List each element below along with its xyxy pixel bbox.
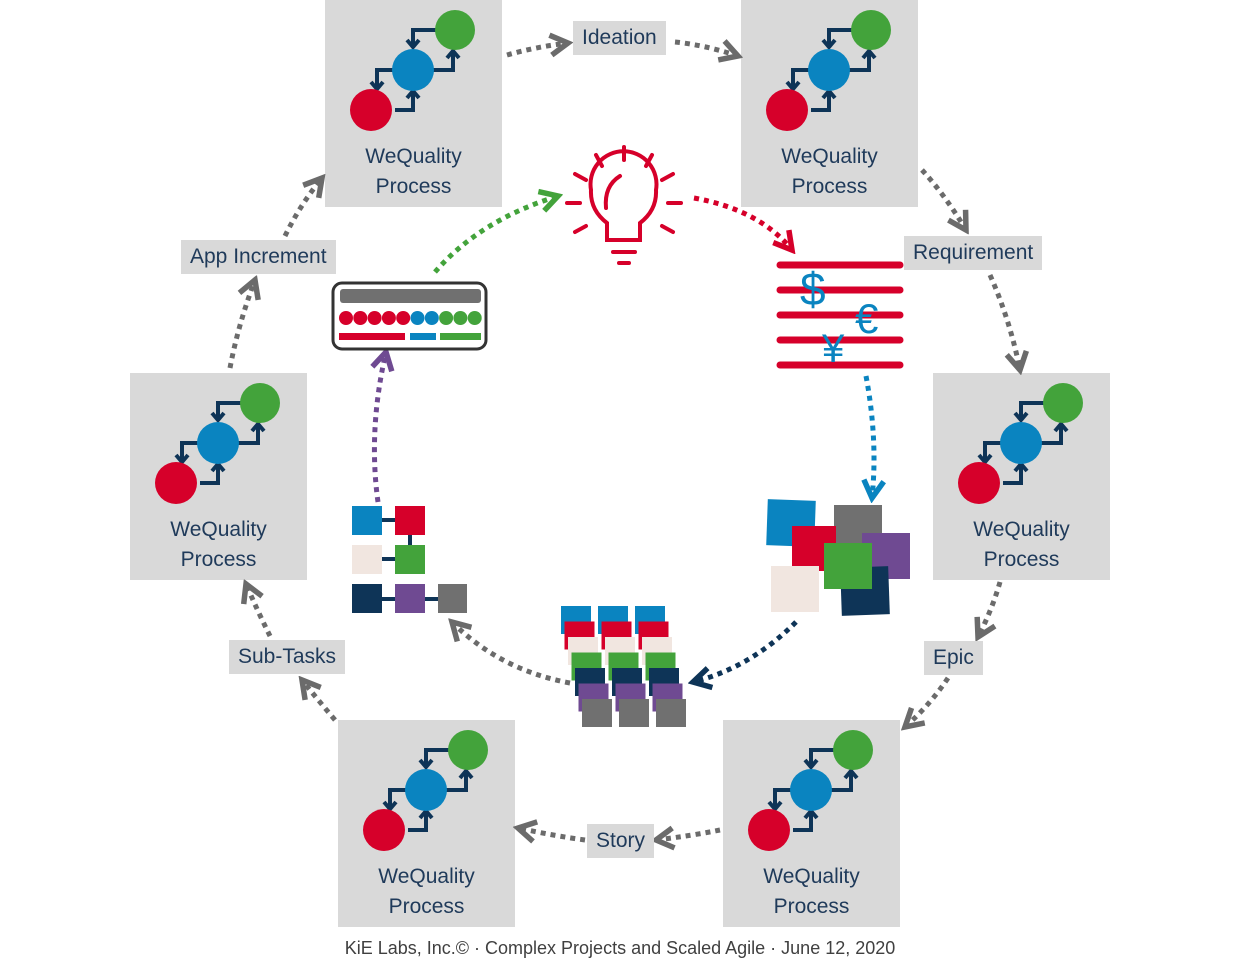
board-dot — [439, 311, 454, 325]
red-node — [155, 462, 197, 504]
arrow-process-to-appincrement — [227, 280, 255, 369]
dollar-symbol: $ — [800, 263, 826, 315]
red-node — [748, 809, 790, 851]
green-node — [240, 383, 280, 423]
step-label-epic: Epic — [924, 641, 983, 675]
red-node — [958, 462, 1000, 504]
arrow-process-to-requirement — [920, 168, 966, 230]
currency-list-icon: $ € ¥ — [776, 261, 904, 371]
scattered-squares-icon — [766, 499, 910, 616]
footer-caption: KiE Labs, Inc.© · Complex Projects and S… — [344, 938, 896, 958]
blue-node — [790, 769, 832, 811]
arrow-head — [418, 758, 434, 771]
green-node — [833, 730, 873, 770]
step-label-app-increment: App Increment — [181, 240, 336, 274]
process-box-label: WeQuality Process — [365, 145, 462, 198]
red-node — [350, 89, 392, 131]
red-node — [363, 809, 405, 851]
yen-symbol: ¥ — [821, 327, 845, 371]
step-label-requirement: Requirement — [904, 236, 1043, 270]
red-node — [766, 89, 808, 131]
euro-symbol: € — [855, 295, 878, 342]
arrow-squares-to-cards — [693, 620, 798, 682]
green-node — [1043, 383, 1083, 423]
arrow-head — [803, 758, 819, 771]
board-dot — [381, 311, 396, 325]
board-dot — [339, 311, 353, 325]
arrow-process-to-subtasks — [302, 680, 337, 722]
blue-node — [392, 49, 434, 91]
green-node — [435, 10, 475, 50]
app-board-icon — [331, 281, 488, 351]
board-dot — [410, 311, 425, 325]
step-label-ideation: Ideation — [573, 21, 666, 55]
green-node — [851, 10, 891, 50]
arrow-cards-to-blocks — [452, 622, 571, 686]
stacked-cards-icon — [561, 606, 686, 727]
blue-node — [1000, 422, 1042, 464]
arrow-currency-to-squares — [866, 375, 874, 498]
process-flow-icon — [748, 730, 873, 851]
process-box-label: WeQuality Process — [378, 865, 475, 918]
board-dot — [396, 311, 411, 325]
process-box-label: WeQuality Process — [170, 518, 267, 571]
process-box-label: WeQuality Process — [781, 145, 878, 198]
arrow-head — [821, 38, 837, 51]
process-flow-icon — [958, 383, 1083, 504]
board-dot — [353, 311, 368, 325]
process-flow-icon — [363, 730, 488, 851]
arrow-head — [1013, 411, 1029, 424]
arrow-idea-to-currency — [693, 195, 792, 250]
process-box-top-left: WeQuality Process — [325, 0, 502, 207]
board-dot — [424, 311, 439, 325]
process-box-bottom-left: WeQuality Process — [338, 720, 515, 927]
arrow-requirement-to-process — [987, 273, 1020, 370]
green-node — [448, 730, 488, 770]
process-flow-icon — [766, 10, 891, 131]
board-dot — [453, 311, 468, 325]
blue-node — [197, 422, 239, 464]
process-box-right: WeQuality Process — [933, 373, 1110, 580]
process-box-label: WeQuality Process — [763, 865, 860, 918]
stacked-card — [656, 699, 686, 727]
arrow-board-to-idea — [433, 196, 558, 274]
arrow-process-to-epic — [978, 581, 1003, 637]
step-label-subtasks: Sub-Tasks — [229, 640, 346, 674]
process-box-bottom-right: WeQuality Process — [723, 720, 900, 927]
board-dot — [467, 311, 482, 325]
process-box-label: WeQuality Process — [973, 518, 1070, 571]
stacked-card — [582, 699, 612, 727]
step-label-story: Story — [587, 824, 655, 858]
process-flow-icon — [350, 10, 475, 131]
arrow-epic-to-process — [905, 676, 951, 727]
arrow-story-to-process — [518, 828, 586, 840]
arrow-head — [210, 411, 226, 424]
stacked-card — [619, 699, 649, 727]
process-box-top-right: WeQuality Process — [741, 0, 918, 207]
arrow-head — [405, 38, 421, 51]
blue-node — [405, 769, 447, 811]
arrow-process-to-ideation — [506, 43, 568, 58]
arrow-process-to-story — [656, 830, 721, 840]
connected-blocks-icon — [352, 506, 467, 613]
arrow-subtasks-to-process — [246, 584, 273, 638]
process-flow-icon — [155, 383, 280, 504]
arrow-blocks-to-board — [374, 352, 386, 503]
arrow-ideation-to-process — [674, 42, 738, 56]
board-dot — [367, 311, 382, 325]
lightbulb-icon — [565, 145, 683, 265]
blue-node — [808, 49, 850, 91]
arrow-appincrement-to-process — [282, 178, 322, 238]
process-box-left: WeQuality Process — [130, 373, 307, 580]
